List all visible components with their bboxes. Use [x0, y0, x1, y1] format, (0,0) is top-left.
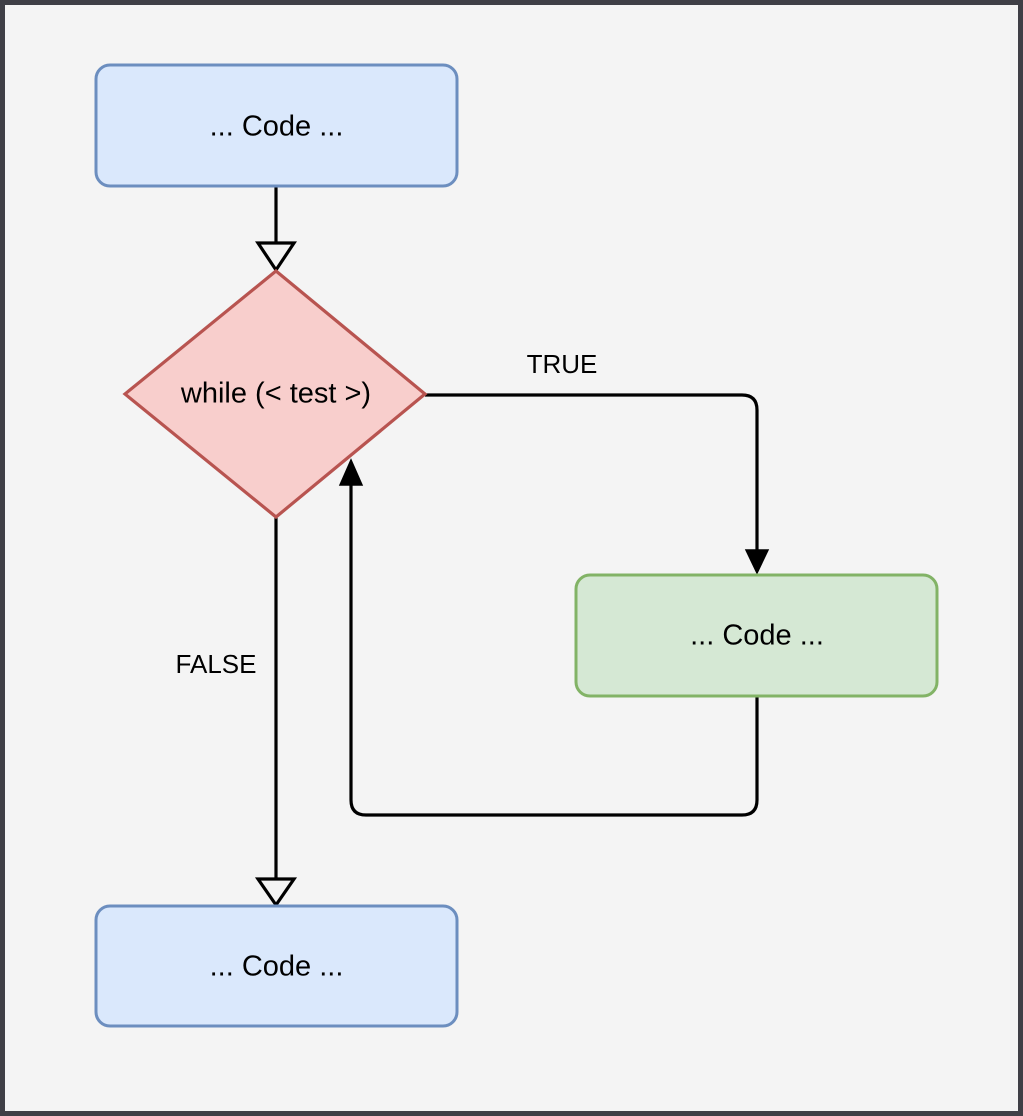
- node-code-body-shape: [574, 573, 939, 698]
- edge-top-to-test: [255, 186, 297, 273]
- node-code-top-label: ... Code ...: [210, 111, 344, 143]
- node-code-bottom-shape: [94, 904, 459, 1028]
- edge-label-true: TRUE: [527, 349, 598, 379]
- edge-label-false: FALSE: [176, 649, 257, 679]
- edge-test-false-arrowhead: [254, 877, 298, 908]
- node-while-test-shape: [122, 268, 428, 520]
- edge-test-true-line: [425, 393, 759, 550]
- node-code-body[interactable]: ... Code ...: [574, 573, 939, 698]
- flowchart-svg: TRUE FALSE ... Code ... while (< test >): [94, 63, 939, 1028]
- node-while-test-label: while (< test >): [180, 378, 371, 410]
- edge-top-to-test-arrowhead: [255, 241, 297, 273]
- edge-body-loopback-arrowhead: [338, 458, 364, 486]
- node-code-body-label: ... Code ...: [690, 620, 824, 652]
- edge-test-true-arrowhead: [744, 549, 770, 575]
- node-code-top-shape: [94, 63, 459, 188]
- edge-test-false: FALSE: [176, 517, 298, 908]
- node-while-test[interactable]: while (< test >): [122, 268, 428, 520]
- edge-test-true: TRUE: [425, 349, 770, 575]
- node-code-top[interactable]: ... Code ...: [94, 63, 459, 188]
- edge-body-loopback: [338, 458, 759, 817]
- node-code-bottom-label: ... Code ...: [210, 951, 344, 983]
- edge-body-loopback-line: [349, 483, 759, 817]
- node-code-bottom[interactable]: ... Code ...: [94, 904, 459, 1028]
